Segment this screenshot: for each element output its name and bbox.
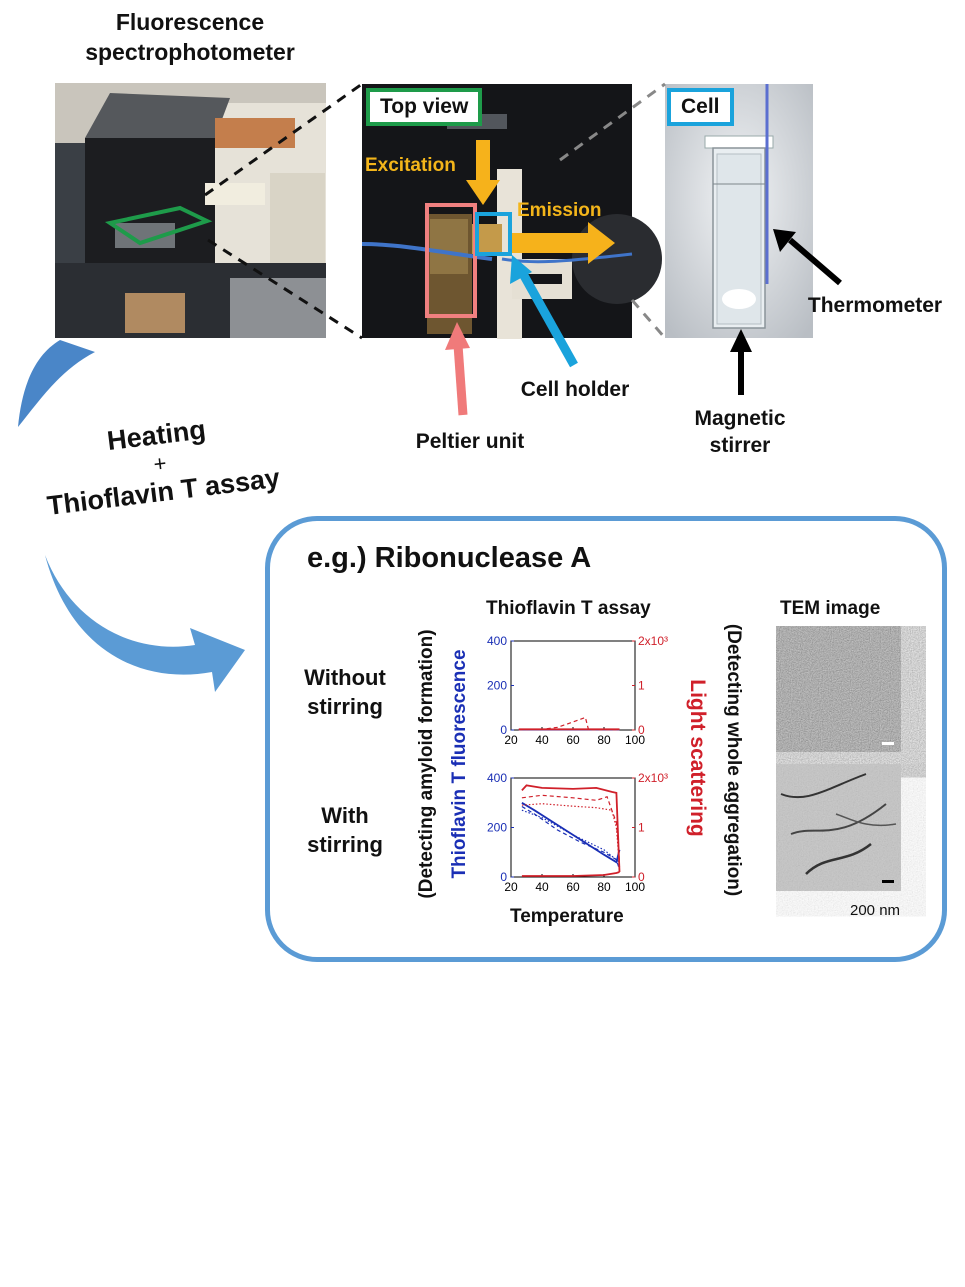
x-tick-label: 40: [535, 733, 549, 747]
y-right-tick-label: 1: [638, 821, 645, 835]
excitation-label: Excitation: [365, 155, 456, 176]
scale-bar-label: 200 nm: [850, 902, 901, 919]
instrument-photo: [55, 83, 326, 338]
zoom-line-bottom: [207, 238, 363, 340]
row-label-with: With stirring: [307, 803, 383, 857]
y-left-tick-label: 200: [487, 821, 507, 835]
panel-title: e.g.) Ribonuclease A: [307, 542, 592, 574]
magnetic-stirrer-label: Magnetic stirrer: [694, 407, 786, 458]
y-right-tick-label: 0: [638, 870, 645, 884]
cell-holder-arrow: [510, 255, 578, 368]
cell-photo: [665, 84, 813, 338]
y-right-tick-label: 2x10³: [638, 771, 668, 785]
x-tick-label: 20: [504, 733, 518, 747]
series-line-0: [521, 802, 621, 864]
y-left-tick-label: 200: [487, 679, 507, 693]
row-label-without: Without stirring: [304, 665, 386, 719]
series-line-6: [521, 871, 620, 877]
right-axis-inner-label: Light scattering: [686, 679, 709, 837]
peltier-arrow: [445, 322, 470, 416]
zoom-line-cell-bottom: [630, 299, 667, 339]
zoom-line-cell-top: [559, 82, 666, 162]
x-tick-label: 80: [597, 880, 611, 894]
x-tick-label: 60: [566, 733, 580, 747]
emission-arrow: [512, 222, 615, 264]
tem-image-with: [776, 764, 901, 891]
y-left-tick-label: 400: [487, 634, 507, 648]
tem-title: TEM image: [780, 598, 881, 619]
series-line-5: [521, 803, 621, 868]
overlay-graphics: [204, 82, 842, 416]
thermometer-arrow: [773, 229, 842, 286]
left-axis-inner-label: Thioflavin T fluorescence: [449, 649, 470, 879]
green-highlight-box: [104, 205, 213, 246]
x-tick-label: 80: [597, 733, 611, 747]
top-view-photo: [361, 84, 662, 339]
excitation-arrow: [466, 140, 500, 205]
stirrer-arrow: [730, 329, 752, 395]
peltier-box: [425, 203, 477, 318]
result-panel: [265, 516, 947, 962]
x-tick-label: 40: [535, 880, 549, 894]
peltier-unit-label: Peltier unit: [415, 430, 525, 453]
series-line-3: [521, 784, 621, 873]
series-line-2: [521, 809, 620, 863]
top-view-tag: Top view: [366, 88, 483, 126]
zoom-line-top: [204, 82, 363, 197]
y-left-tick-label: 0: [500, 870, 507, 884]
y-right-tick-label: 1: [638, 679, 645, 693]
x-tick-label: 60: [566, 880, 580, 894]
y-right-tick-label: 2x10³: [638, 634, 668, 648]
x-tick-label: 20: [504, 880, 518, 894]
series-line-1: [521, 805, 621, 870]
cell-holder-box: [475, 212, 512, 256]
cell-holder-label: Cell holder: [520, 378, 630, 401]
left-axis-outer-label: (Detecting amyloid formation): [416, 629, 437, 899]
tem-image-without: [776, 626, 901, 752]
process-arrows: [18, 340, 245, 692]
thermometer-label: Thermometer: [807, 294, 943, 317]
instrument-label: Fluorescence spectrophotometer: [85, 9, 295, 65]
cell-tag: Cell: [667, 88, 734, 126]
lower-curved-arrow: [45, 555, 245, 692]
x-axis-title: Temperature: [510, 906, 624, 927]
emission-label: Emission: [517, 200, 602, 221]
upper-curved-arrow: [18, 340, 95, 427]
y-left-tick-label: 400: [487, 771, 507, 785]
assay-title: Thioflavin T assay: [486, 598, 651, 619]
x-tick-label: 100: [625, 880, 645, 894]
x-tick-label: 100: [625, 733, 645, 747]
y-left-tick-label: 0: [500, 723, 507, 737]
y-right-tick-label: 0: [638, 723, 645, 737]
plot-frame: [510, 640, 636, 731]
right-axis-outer-label: (Detecting whole aggregation): [723, 623, 744, 897]
series-line-4: [521, 794, 621, 863]
